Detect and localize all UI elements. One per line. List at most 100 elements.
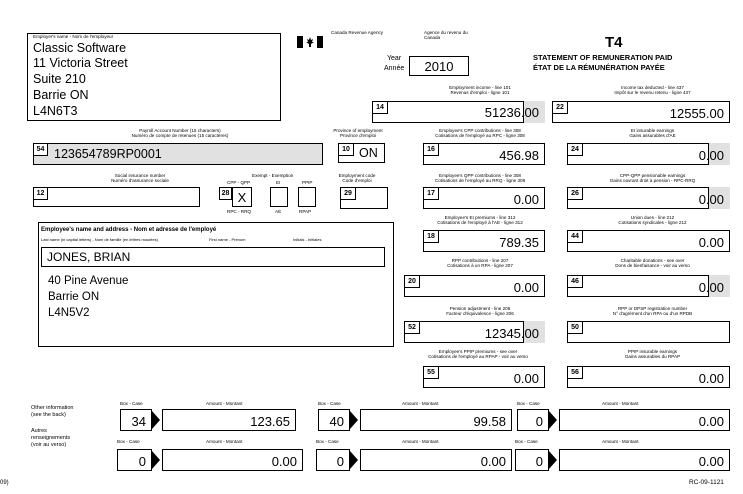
exempt-ei-checkbox[interactable] — [270, 187, 288, 207]
box55-field: 55 0.00 — [423, 366, 545, 388]
box18-label-fr: Cotisations de l'employé à l'AE - ligne … — [437, 220, 523, 226]
payroll-value: 123654789RP0001 — [54, 147, 162, 161]
sin-label-en: Social insurance number — [114, 173, 166, 178]
row2-arrow-2-icon — [350, 451, 358, 469]
row2-box-3: 0 — [515, 449, 549, 471]
row2-amount-3-value: 0.00 — [698, 454, 724, 469]
province-field: 10 ON — [338, 143, 385, 163]
box24-field: 24 0.00 — [567, 143, 730, 165]
row1-box-2-value: 40 — [329, 414, 344, 429]
year-label-en: Year — [387, 55, 402, 62]
sin-label: Social insurance number Numéro d'assuran… — [60, 173, 220, 184]
agency-name-en: Canada Revenue Agency — [331, 30, 384, 35]
box52-value: 12345.00 — [484, 326, 539, 341]
box20-label-fr: Cotisations à un RPA - ligne 207 — [447, 263, 513, 269]
employee-sub-last: Last name (in capital letters) - Nom de … — [41, 237, 158, 242]
row1-amount-label-3: Amount - Montant — [602, 401, 639, 406]
province-label: Province of employment Province d'emploi — [318, 128, 398, 139]
exempt-cpp-fr-label: RPC - RRQ — [227, 209, 251, 214]
box20-label-en: RPP contributions - line 207 — [451, 258, 509, 263]
row2-amount-1: 0.00 — [162, 449, 303, 471]
box22-field: 22 12555.00 — [552, 101, 730, 123]
box46-cents-shade — [708, 275, 730, 297]
box52-label-fr: Facteur d'équivalence - ligne 206 — [446, 311, 514, 317]
box14-number: 14 — [372, 101, 388, 114]
province-label-en: Province of employment — [333, 128, 383, 133]
box46-label-en: Charitable donations - see over — [620, 258, 685, 263]
box18-field: 18 789.35 — [423, 230, 545, 252]
box26-number: 26 — [567, 187, 583, 200]
box44-label-fr: Cotisations syndicales - ligne 212 — [618, 220, 687, 226]
box18-label-en: Employee's EI premiums - line 312 — [444, 215, 516, 220]
box44-value: 0.00 — [698, 235, 724, 250]
form-code: T4 — [605, 34, 623, 51]
box55-value: 0.00 — [513, 371, 539, 386]
year-value: 2010 — [424, 59, 454, 74]
employee-box — [38, 222, 394, 347]
other-info-label: Other information (see the back) — [31, 405, 74, 419]
box16-field: 16 456.98 — [423, 143, 545, 165]
box46-number: 46 — [567, 275, 583, 288]
year-label-fr: Année — [384, 65, 405, 72]
row1-box-label-2: Box - Case — [318, 401, 341, 406]
row2-amount-2: 0.00 — [360, 449, 512, 471]
exempt-ppip-checkbox[interactable] — [298, 187, 316, 207]
footer-left: 09) — [0, 480, 9, 486]
exempt-ppip-fr-label: RPAP — [299, 209, 312, 214]
box46-value: 0.00 — [698, 280, 724, 295]
employee-name-field: JONES, BRIAN — [41, 247, 385, 267]
box20-value: 0.00 — [513, 280, 539, 295]
province-box-number: 10 — [338, 143, 354, 156]
exempt-cpp-checkbox[interactable]: X — [232, 187, 252, 207]
agency-name-fr2: Canada — [424, 35, 441, 40]
employer-city: Barrie ON — [33, 88, 89, 102]
box56-value: 0.00 — [698, 371, 724, 386]
box26-field: 26 0.00 — [567, 187, 730, 209]
box17-label-en: Employee's QPP contributions - line 308 — [439, 173, 521, 178]
year-field: 2010 — [409, 56, 469, 76]
row1-arrow-1-icon — [152, 411, 160, 429]
row1-amount-2: 99.58 — [360, 409, 512, 431]
box24-cents-shade — [708, 143, 730, 165]
box16-number: 16 — [423, 143, 439, 156]
row1-amount-label-2: Amount - Montant — [402, 401, 439, 406]
row2-box-2: 0 — [316, 449, 350, 471]
row2-box-label-3: Box - Case — [515, 439, 538, 444]
box17-value: 0.00 — [513, 192, 539, 207]
box26-cents-shade — [708, 187, 730, 209]
employer-address-line1: 11 Victoria Street — [33, 56, 128, 70]
employer-box — [27, 33, 281, 121]
empcode-label-fr: Code d'emploi — [342, 178, 372, 184]
exempt-ei-fr-label: AE — [275, 209, 282, 214]
empcode-label: Employment code Code d'emploi — [322, 173, 392, 184]
box44-label-en: Union dues - line 212 — [630, 215, 675, 220]
form-title-fr: ÉTAT DE LA RÉMUNÉRATION PAYÉE — [533, 63, 665, 72]
box14-value: 51236.00 — [484, 105, 539, 120]
box52-cents-shade — [523, 321, 545, 343]
box24-label-en: EI insurable earnings — [630, 128, 675, 133]
other-info-label-fr2: renseignements — [31, 435, 71, 441]
box16-value: 456.98 — [499, 148, 539, 163]
box26-label-en: CPP-QPP pensionable earnings — [619, 173, 686, 178]
row2-amount-2-value: 0.00 — [480, 454, 506, 469]
box56-label-fr: Gains assurables du RPAP — [624, 354, 681, 360]
empcode-label-en: Employment code — [338, 173, 376, 178]
employee-sub-init: Initials - Initiales — [293, 237, 322, 242]
row1-amount-2-value: 99.58 — [473, 414, 506, 429]
box14-label-en: Employment income - line 101 — [449, 85, 511, 90]
box56-label-en: PPIP insurable earnings — [627, 349, 678, 354]
row1-amount-label-1: Amount - Montant — [206, 401, 243, 406]
row2-arrow-3-icon — [549, 451, 557, 469]
exempt-cpp-label: CPP - QPP — [227, 180, 251, 185]
payroll-field: 54 123654789RP0001 — [33, 143, 323, 165]
sin-box-number: 12 — [33, 187, 48, 200]
exempt-ei-label: EI — [276, 180, 281, 185]
row1-amount-3: 0.00 — [559, 409, 730, 431]
other-info-label-fr3: (voir au verso) — [31, 442, 67, 448]
